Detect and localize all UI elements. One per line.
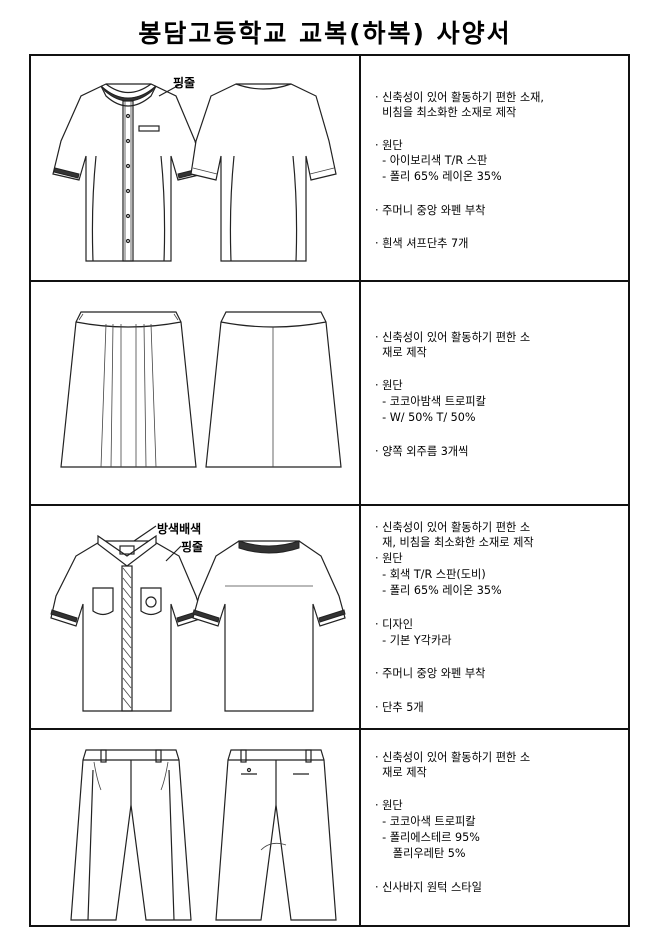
spec-text: · 원단 — [375, 552, 403, 565]
spec-text: · 주머니 중앙 와펜 부착 — [375, 667, 486, 680]
spec-text: · 신축성이 있어 활동하기 편한 소 — [375, 751, 531, 764]
row-boys-shirt: 방색배색 핑줄 · 신축성이 있어 활동하기 편한 소 재, 비침을 최소화한 … — [31, 506, 628, 730]
spec-text: · 신축성이 있어 활동하기 편한 소재, — [375, 91, 544, 104]
spec-text: · 원단 — [375, 379, 403, 392]
page-title: 봉담고등학교 교복(하복) 사양서 — [138, 19, 512, 48]
spec-text: - 폴리에스테르 95% — [375, 831, 480, 844]
skirt-illustration — [31, 282, 361, 504]
spec-table: 핑줄 · 신축성이 있어 활동하기 편한 소재, 비침을 최소화한 소재로 제작… — [29, 54, 630, 927]
spec-text: - 코코아색 트로피칼 — [375, 815, 476, 828]
skirt-specs: · 신축성이 있어 활동하기 편한 소 재로 제작 · 원단 - 코코아밤색 트… — [361, 282, 628, 504]
spec-text: 폴리우레탄 5% — [375, 847, 466, 860]
trousers-specs: · 신축성이 있어 활동하기 편한 소 재로 제작 · 원단 - 코코아색 트로… — [361, 730, 628, 925]
spec-text: · 원단 — [375, 799, 403, 812]
spec-text: · 주머니 중앙 와펜 부착 — [375, 204, 486, 217]
spec-text: · 양쪽 외주름 3개씩 — [375, 445, 469, 458]
girls-blouse-specs: · 신축성이 있어 활동하기 편한 소재, 비침을 최소화한 소재로 제작 · … — [361, 56, 628, 280]
spec-text: 비침을 최소화한 소재로 제작 — [375, 106, 517, 119]
spec-text: · 신축성이 있어 활동하기 편한 소 — [375, 331, 531, 344]
trousers-illustration — [31, 730, 361, 925]
spec-text: - 폴리 65% 레이온 35% — [375, 584, 502, 597]
spec-text: - 폴리 65% 레이온 35% — [375, 170, 502, 183]
spec-text: · 흰색 셔프단추 7개 — [375, 237, 469, 250]
row-trousers: · 신축성이 있어 활동하기 편한 소 재로 제작 · 원단 - 코코아색 트로… — [31, 730, 628, 925]
row-skirt: · 신축성이 있어 활동하기 편한 소 재로 제작 · 원단 - 코코아밤색 트… — [31, 282, 628, 506]
spec-text: · 신축성이 있어 활동하기 편한 소 — [375, 521, 531, 534]
boys-shirt-specs: · 신축성이 있어 활동하기 편한 소 재, 비침을 최소화한 소재로 제작 ·… — [361, 506, 628, 728]
boys-shirt-illustration: 방색배색 핑줄 — [31, 506, 361, 728]
spec-text: - W/ 50% T/ 50% — [375, 411, 476, 424]
spec-text: 재로 제작 — [375, 346, 427, 359]
collar-trim-label: 방색배색 — [157, 522, 202, 536]
spec-text: 재로 제작 — [375, 766, 427, 779]
pipe-label: 핑줄 — [173, 76, 196, 90]
girls-blouse-illustration: 핑줄 — [31, 56, 361, 280]
spec-text: - 기본 Y각카라 — [375, 634, 452, 647]
spec-text: - 회색 T/R 스판(도비) — [375, 568, 486, 581]
pipe-label: 핑줄 — [181, 540, 204, 554]
spec-text: · 디자인 — [375, 618, 413, 631]
spec-text: · 원단 — [375, 139, 403, 152]
spec-text: · 신사바지 원턱 스타일 — [375, 881, 482, 894]
spec-text: - 코코아밤색 트로피칼 — [375, 395, 486, 408]
row-girls-blouse: 핑줄 · 신축성이 있어 활동하기 편한 소재, 비침을 최소화한 소재로 제작… — [31, 56, 628, 282]
spec-text: · 단추 5개 — [375, 701, 424, 714]
spec-text: 재, 비침을 최소화한 소재로 제작 — [375, 536, 534, 549]
spec-text: - 아이보리색 T/R 스판 — [375, 154, 488, 167]
